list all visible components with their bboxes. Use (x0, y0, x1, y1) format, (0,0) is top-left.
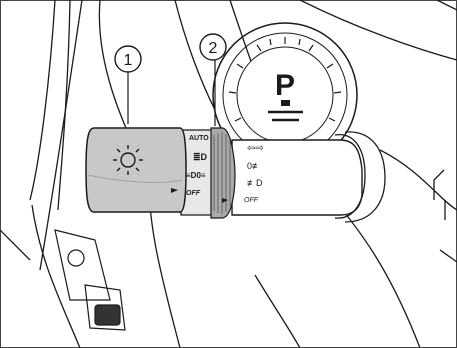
headlight-knob[interactable] (86, 128, 186, 212)
callout-2-number: 2 (209, 40, 218, 57)
ring-label-auto: AUTO (189, 135, 209, 142)
stalk-label-turn-signal: ⇦⇨ (247, 143, 264, 154)
stalk-label-front-fog: ≢D (247, 178, 263, 188)
stalk-label-off: OFF (244, 197, 259, 204)
stalk-label-rear-fog: 0≢ (247, 161, 261, 171)
ring-label-off: OFF (186, 190, 201, 197)
ring-label-parking: ≡D0≡ (186, 171, 206, 180)
gear-indicator: P (275, 69, 295, 102)
callout-1-number: 1 (124, 52, 133, 69)
headlight-ring-switch[interactable]: AUTO ≣D ≡D0≡ OFF (181, 128, 235, 218)
ring-label-headlight: ≣D (193, 152, 208, 162)
